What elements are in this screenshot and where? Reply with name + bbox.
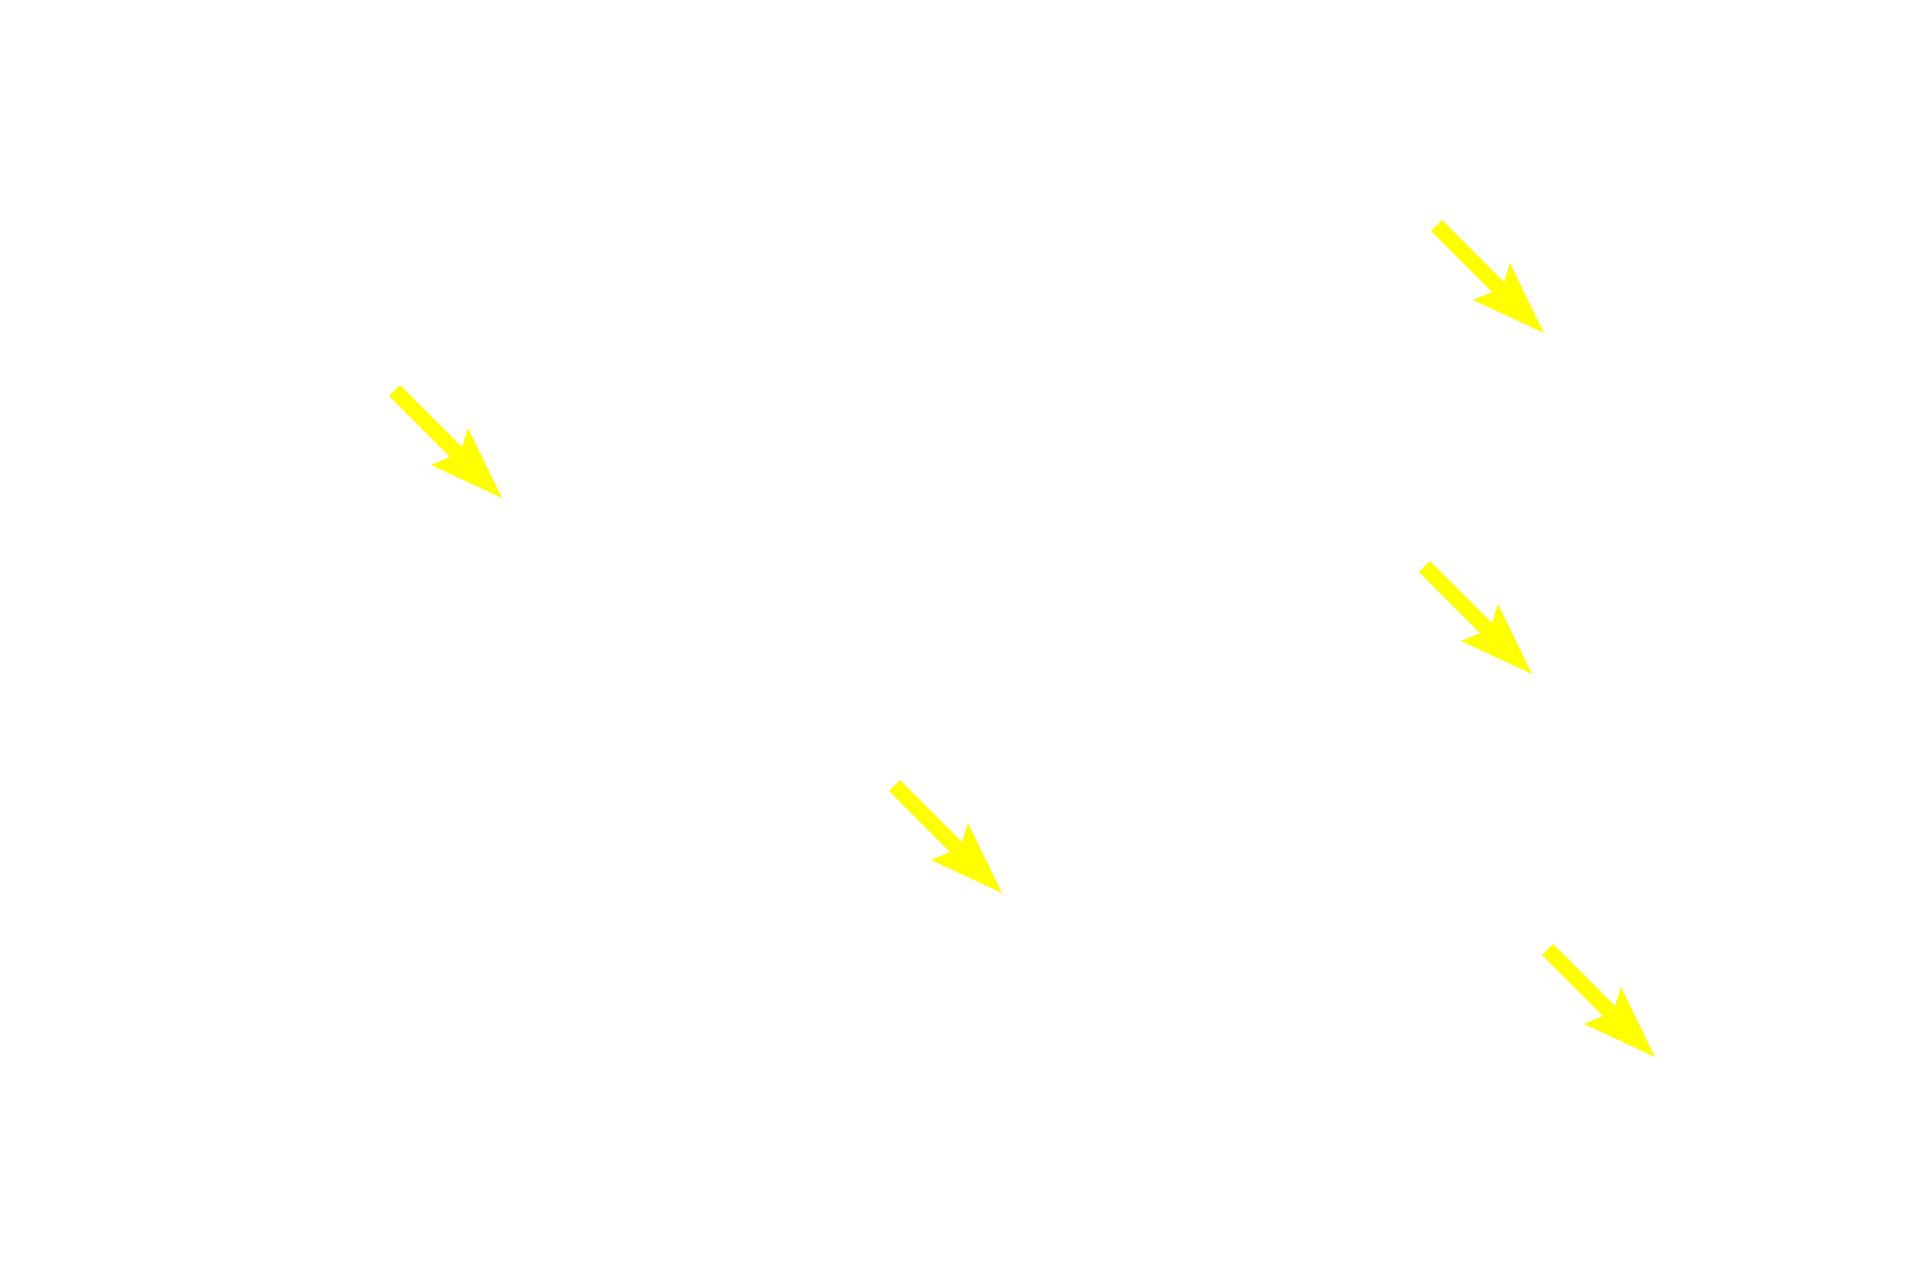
arrow-icon	[1542, 944, 1655, 1057]
arrow-icon	[1419, 561, 1532, 674]
arrow-icon	[889, 780, 1002, 893]
arrow-icon	[389, 385, 502, 498]
arrow-layer	[389, 220, 1655, 1057]
arrow-icon	[1431, 220, 1544, 333]
